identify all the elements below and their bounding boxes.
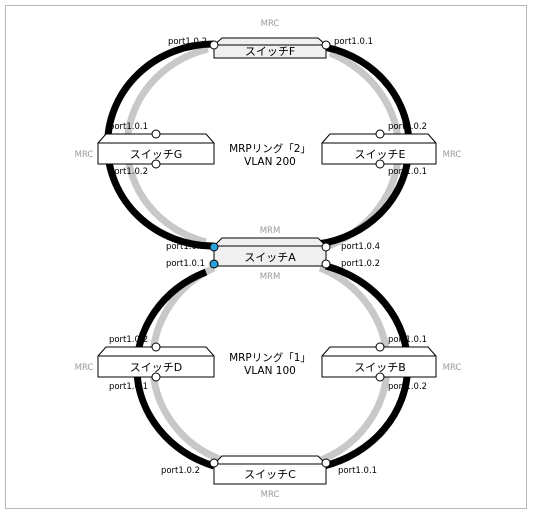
port-label-d-bottom: port1.0.1	[109, 382, 148, 392]
port-label-e-top: port1.0.2	[388, 122, 427, 132]
port-label-c-left: port1.0.2	[161, 466, 200, 476]
switch-g[interactable]: スイッチG MRC	[75, 133, 215, 165]
switch-c-role: MRC	[261, 490, 280, 500]
switch-b-label: スイッチB	[354, 361, 406, 374]
switch-e-role: MRC	[443, 150, 462, 160]
port-a-left-top-blocked[interactable]	[209, 242, 219, 252]
port-c-left[interactable]	[209, 458, 219, 468]
ring-labels: MRPリング「2」 VLAN 200 MRPリング「1」 VLAN 100	[229, 142, 311, 377]
port-label-a-right-bottom: port1.0.2	[341, 259, 380, 269]
switch-e[interactable]: スイッチE MRC	[321, 133, 462, 165]
port-label-f-right: port1.0.1	[334, 37, 373, 47]
diagram-frame	[5, 5, 527, 509]
switch-d-role: MRC	[75, 363, 94, 373]
port-label-c-right: port1.0.1	[338, 466, 377, 476]
switch-f[interactable]: スイッチF MRC	[213, 19, 327, 59]
port-a-right-top[interactable]	[321, 242, 331, 252]
port-e-bottom[interactable]	[375, 159, 385, 169]
port-b-bottom[interactable]	[375, 372, 385, 382]
port-label-a-left-bottom: port1.0.1	[166, 259, 205, 269]
port-label-e-bottom: port1.0.1	[388, 167, 427, 177]
port-d-bottom[interactable]	[151, 372, 161, 382]
port-g-top[interactable]	[151, 129, 161, 139]
port-c-right[interactable]	[321, 458, 331, 468]
port-a-right-bottom[interactable]	[321, 259, 331, 269]
port-g-bottom[interactable]	[151, 159, 161, 169]
switch-a-role-bottom: MRM	[260, 272, 281, 282]
port-label-f-left: port1.0.2	[168, 37, 207, 47]
switch-f-label: スイッチF	[245, 45, 295, 58]
switch-a-role-top: MRM	[260, 226, 281, 236]
switch-a-label: スイッチA	[244, 251, 296, 264]
ring-1-vlan: VLAN 100	[244, 365, 296, 377]
switch-d-label: スイッチD	[130, 361, 182, 374]
port-e-top[interactable]	[375, 129, 385, 139]
ring-2-name: MRPリング「2」	[229, 142, 311, 155]
port-f-right[interactable]	[321, 40, 331, 50]
port-label-g-bottom: port1.0.2	[109, 167, 148, 177]
switch-b-role: MRC	[443, 363, 462, 373]
port-label-a-left-top: port1.0.3	[166, 242, 205, 252]
port-labels: port1.0.2 port1.0.1 port1.0.1 port1.0.2 …	[109, 37, 427, 476]
port-label-g-top: port1.0.1	[109, 122, 148, 132]
port-label-a-right-top: port1.0.4	[341, 242, 380, 252]
port-a-left-bottom-blocked[interactable]	[209, 259, 219, 269]
port-b-top[interactable]	[375, 342, 385, 352]
switch-g-label: スイッチG	[130, 148, 183, 161]
port-markers	[151, 40, 385, 468]
switch-f-role: MRC	[261, 19, 280, 29]
switch-a[interactable]: スイッチA MRM MRM	[213, 226, 327, 282]
port-label-d-top: port1.0.2	[109, 335, 148, 345]
switch-b[interactable]: スイッチB MRC	[321, 346, 462, 378]
switch-c-label: スイッチC	[244, 468, 296, 481]
switch-e-label: スイッチE	[355, 148, 406, 161]
ring-2-vlan: VLAN 200	[244, 156, 296, 168]
ring-1-name: MRPリング「1」	[229, 351, 311, 364]
switch-d[interactable]: スイッチD MRC	[75, 346, 215, 378]
port-d-top[interactable]	[151, 342, 161, 352]
switch-g-role: MRC	[75, 150, 94, 160]
switch-c[interactable]: スイッチC MRC	[213, 455, 327, 500]
port-label-b-bottom: port1.0.2	[388, 382, 427, 392]
port-label-b-top: port1.0.1	[388, 335, 427, 345]
port-f-left[interactable]	[209, 40, 219, 50]
